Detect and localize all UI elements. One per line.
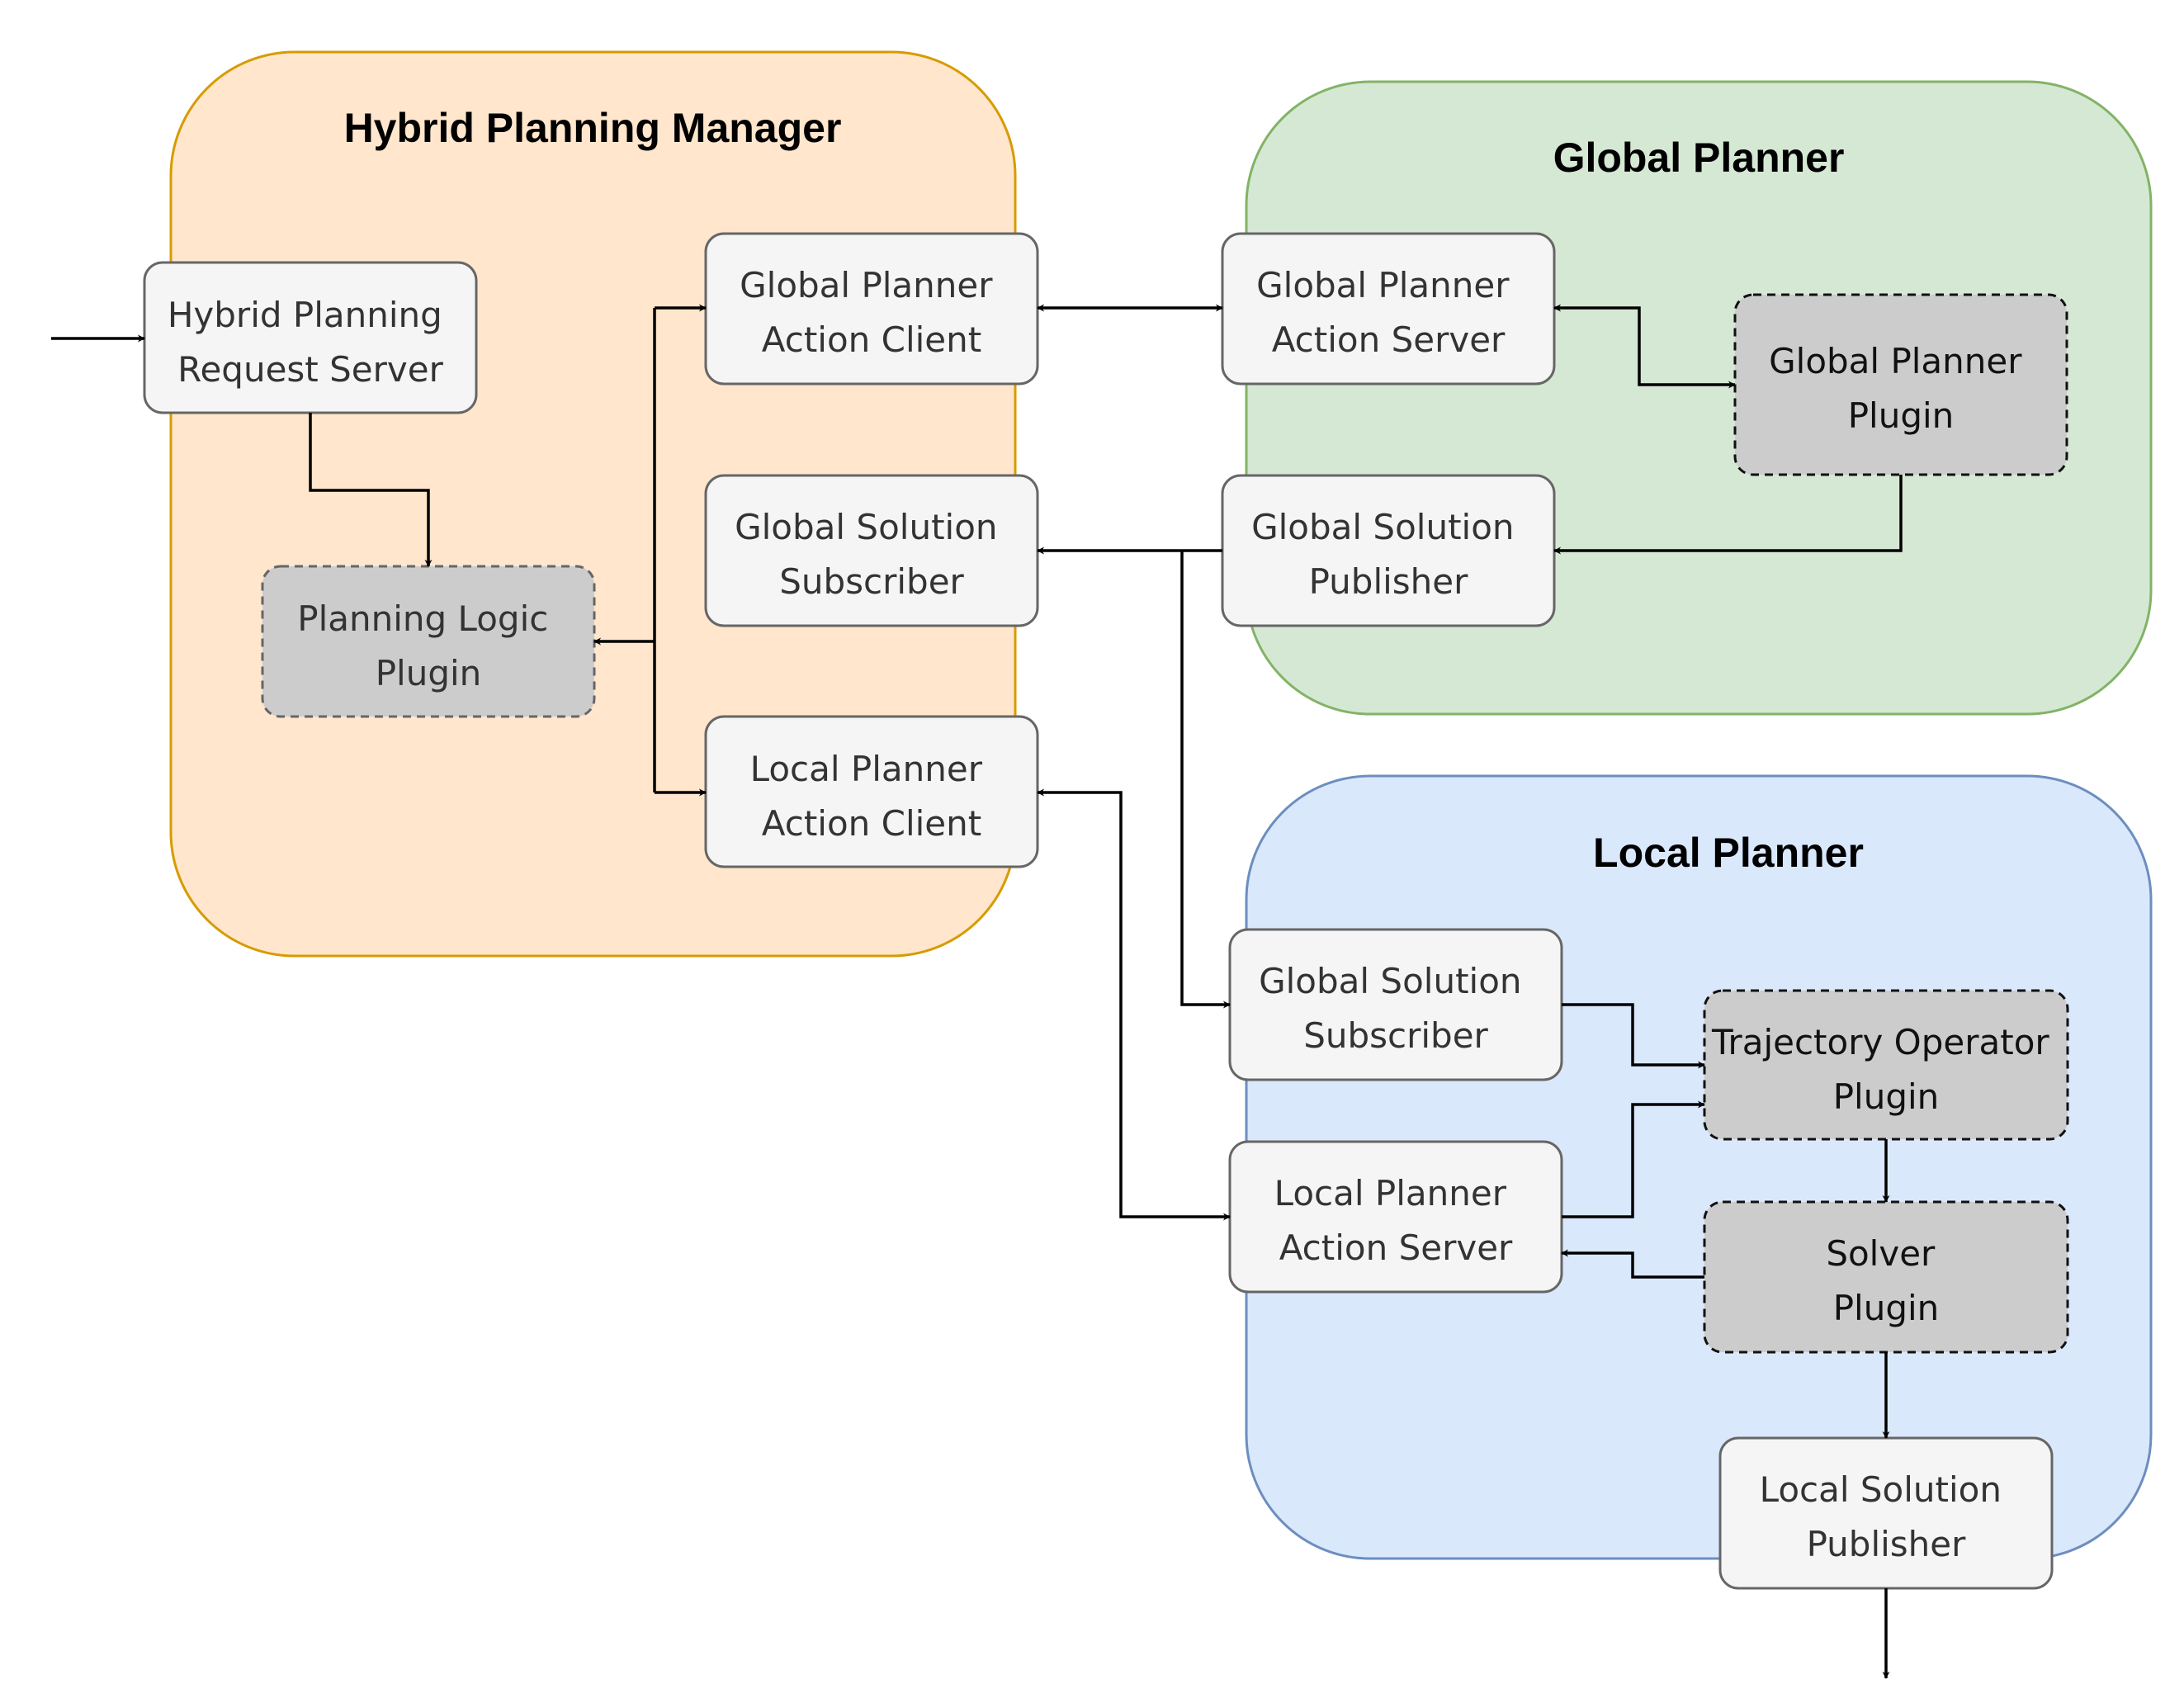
node-label: Global Planner Action Client <box>740 265 1004 360</box>
node-box <box>704 715 1039 868</box>
edge-publisher-to-local-subscriber <box>1180 551 1231 1009</box>
node-solver-plugin[interactable]: Solver Plugin <box>1703 1200 2069 1354</box>
node-box <box>1703 1200 2069 1354</box>
node-global-planner-action-client[interactable]: Global Planner Action Client <box>704 232 1039 386</box>
edge-request-server-to-logic <box>309 413 433 567</box>
node-box <box>1703 989 2069 1141</box>
node-label: Hybrid Planning Request Server <box>168 295 453 390</box>
node-box <box>704 232 1039 386</box>
node-box <box>1228 1140 1563 1294</box>
node-label: Local Solution Publisher <box>1760 1469 2013 1564</box>
node-box <box>1733 293 2068 476</box>
edge-global-plugin-to-publisher <box>1553 475 1903 555</box>
node-box <box>261 565 596 718</box>
node-hpm-global-solution-subscriber[interactable]: Global Solution Subscriber <box>704 474 1039 627</box>
node-label: Trajectory Operator Plugin <box>1711 1022 2060 1117</box>
node-label: Global Solution Subscriber <box>735 507 1009 602</box>
node-local-planner-action-server[interactable]: Local Planner Action Server <box>1228 1140 1563 1294</box>
node-global-planner-action-server[interactable]: Global Planner Action Server <box>1221 232 1556 386</box>
edge-solver-to-local-server <box>1561 1249 1704 1279</box>
group-title-local-planner: Local Planner <box>1593 830 1864 876</box>
node-box <box>1221 232 1556 386</box>
node-planning-logic-plugin[interactable]: Planning Logic Plugin <box>261 565 596 718</box>
node-label: Solver Plugin <box>1826 1233 1945 1328</box>
node-box <box>704 474 1039 627</box>
edge-local-action-client-server <box>1037 788 1231 1221</box>
node-label: Global Solution Publisher <box>1251 507 1525 602</box>
edges <box>51 304 1903 1679</box>
edge-local-server-to-trajectory <box>1562 1100 1705 1218</box>
node-local-global-solution-subscriber[interactable]: Global Solution Subscriber <box>1228 928 1563 1081</box>
node-box <box>1718 1436 2054 1590</box>
node-box <box>143 261 478 414</box>
node-label: Global Planner Action Server <box>1256 265 1520 360</box>
node-box <box>1221 474 1556 627</box>
node-box <box>1228 928 1563 1081</box>
edge-global-server-plugin <box>1553 304 1736 389</box>
node-hybrid-planning-request-server[interactable]: Hybrid Planning Request Server <box>143 261 478 414</box>
node-label: Planning Logic Plugin <box>297 598 559 693</box>
edge-local-subscriber-to-trajectory <box>1562 1003 1705 1069</box>
node-local-planner-action-client[interactable]: Local Planner Action Client <box>704 715 1039 868</box>
node-local-solution-publisher[interactable]: Local Solution Publisher <box>1718 1436 2054 1590</box>
node-global-planner-plugin[interactable]: Global Planner Plugin <box>1733 293 2068 476</box>
group-title-global-planner: Global Planner <box>1553 135 1845 181</box>
group-title-hybrid-planning-manager: Hybrid Planning Manager <box>344 105 842 151</box>
node-label: Global Planner Plugin <box>1769 341 2033 436</box>
node-trajectory-operator-plugin[interactable]: Trajectory Operator Plugin <box>1703 989 2069 1141</box>
node-global-solution-publisher[interactable]: Global Solution Publisher <box>1221 474 1556 627</box>
node-label: Global Solution Subscriber <box>1259 961 1533 1056</box>
node-label: Local Planner Action Server <box>1274 1173 1518 1268</box>
node-label: Local Planner Action Client <box>750 749 994 844</box>
